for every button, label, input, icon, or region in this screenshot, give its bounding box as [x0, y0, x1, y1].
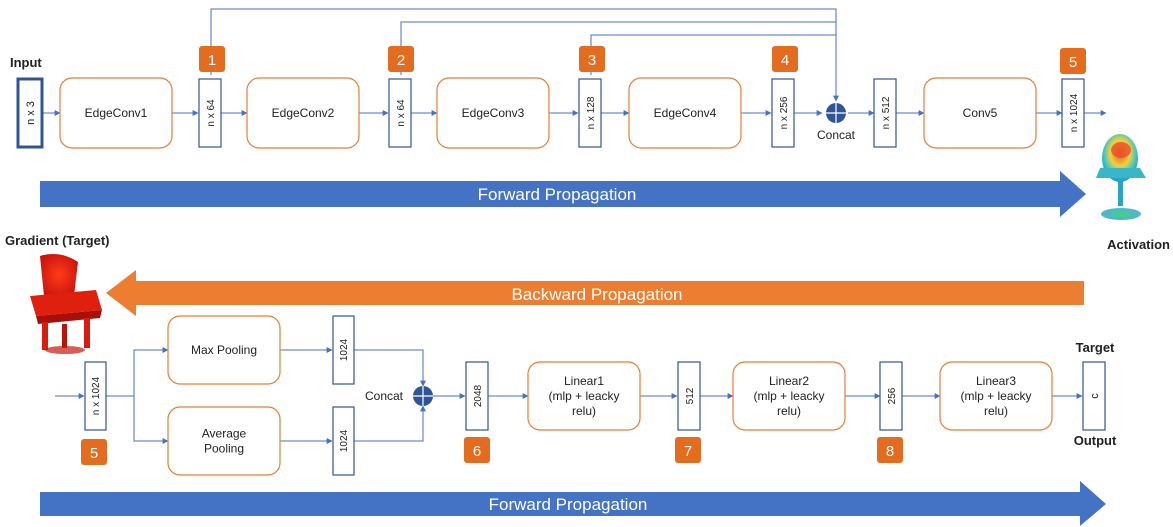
- badge-8: 8: [877, 437, 903, 463]
- block-edgeconv2-label: EdgeConv2: [272, 106, 335, 120]
- block-max-pooling-label: Max Pooling: [191, 343, 257, 357]
- badge-6-label: 6: [473, 443, 481, 460]
- forward-arrow-bottom-label: Forward Propagation: [489, 495, 648, 514]
- tensor-linear1-out-label: 512: [685, 387, 696, 404]
- gradient-target-label: Gradient (Target): [5, 233, 110, 248]
- badge-6: 6: [464, 437, 490, 463]
- tensor-avg-out: 1024: [332, 406, 355, 476]
- activation-chair-image: [1096, 134, 1146, 220]
- target-label: Target: [1076, 340, 1115, 355]
- output-label: Output: [1074, 433, 1117, 448]
- concat-label-top: Concat: [817, 128, 856, 142]
- tensor-max-out-label: 1024: [339, 338, 350, 361]
- bottom-flow-lines: [55, 347, 1083, 444]
- block-conv5-label: Conv5: [963, 106, 998, 120]
- badge-4-label: 4: [781, 52, 789, 69]
- forward-arrow-bottom: Forward Propagation: [40, 481, 1106, 526]
- backward-section: Gradient (Target) Backward Propagation: [5, 233, 1084, 354]
- tensor-max-out: 1024: [332, 315, 355, 385]
- badge-3: 3: [579, 46, 605, 72]
- badge-2: 2: [388, 46, 414, 72]
- backward-arrow-label: Backward Propagation: [511, 285, 682, 304]
- block-edgeconv4-label: EdgeConv4: [654, 106, 717, 120]
- tensor-3-label: n x 128: [586, 96, 597, 129]
- tensor-input-label: n x 3: [25, 101, 37, 125]
- concat-node-bottom: [413, 386, 433, 406]
- badge-1-label: 1: [208, 52, 216, 69]
- tensor-linear2-out-label: 256: [887, 387, 898, 404]
- forward-arrow-top: Forward Propagation: [40, 171, 1086, 217]
- forward-arrow-top-label: Forward Propagation: [478, 185, 637, 204]
- tensor-5-label: n x 512: [881, 96, 892, 129]
- block-max-pooling: Max Pooling: [167, 315, 281, 385]
- badge-bottom-5-label: 5: [90, 445, 98, 462]
- badge-2-label: 2: [397, 52, 405, 69]
- tensor-4: n x 256: [771, 78, 795, 148]
- tensor-concat-label: 2048: [473, 384, 484, 407]
- skip-line-3: [590, 34, 836, 75]
- tensor-input: n x 3: [16, 77, 44, 149]
- badge-3-label: 3: [588, 52, 596, 69]
- top-row: Input n x 3 EdgeConv1 EdgeConv2 EdgeConv…: [10, 8, 1170, 252]
- block-edgeconv1: EdgeConv1: [59, 77, 173, 149]
- tensor-2-label: n x 64: [396, 99, 407, 127]
- badge-7: 7: [675, 437, 701, 463]
- badge-8-label: 8: [886, 443, 894, 460]
- block-edgeconv2: EdgeConv2: [246, 77, 360, 149]
- tensor-concat: 2048: [465, 361, 489, 431]
- input-label: Input: [10, 55, 42, 70]
- gradient-chair-image: [30, 254, 102, 354]
- skip-line-1: [210, 8, 839, 102]
- block-edgeconv3: EdgeConv3: [436, 77, 550, 149]
- tensor-6-label: n x 1024: [1069, 93, 1080, 132]
- badge-7-label: 7: [684, 443, 692, 460]
- badge-1: 1: [199, 46, 225, 72]
- tensor-bottom-input: n x 1024: [84, 361, 107, 431]
- block-edgeconv3-label: EdgeConv3: [462, 106, 525, 120]
- badge-5-label: 5: [1069, 54, 1077, 71]
- tensor-linear2-out: 256: [879, 361, 903, 431]
- tensor-1-label: n x 64: [206, 99, 217, 127]
- tensor-3: n x 128: [578, 78, 602, 148]
- badge-4: 4: [772, 46, 798, 72]
- activation-label: Activation: [1107, 237, 1170, 252]
- block-edgeconv4: EdgeConv4: [628, 77, 742, 149]
- concat-label-bottom: Concat: [365, 389, 404, 403]
- tensor-4-label: n x 256: [779, 96, 790, 129]
- tensor-bottom-input-label: n x 1024: [91, 376, 102, 415]
- tensor-output: c: [1082, 361, 1106, 431]
- tensor-2: n x 64: [388, 78, 412, 148]
- tensor-5: n x 512: [873, 78, 897, 148]
- skip-line-2: [400, 21, 836, 75]
- badge-bottom-5: 5: [81, 439, 107, 465]
- concat-node-top: [826, 103, 846, 123]
- tensor-avg-out-label: 1024: [339, 429, 350, 452]
- tensor-output-label: c: [1089, 393, 1101, 399]
- tensor-linear1-out: 512: [677, 361, 701, 431]
- badge-5: 5: [1060, 48, 1086, 74]
- backward-arrow: Backward Propagation: [106, 270, 1084, 316]
- tensor-1: n x 64: [198, 78, 222, 148]
- block-conv5: Conv5: [923, 77, 1037, 149]
- tensor-6: n x 1024: [1061, 78, 1085, 148]
- block-edgeconv1-label: EdgeConv1: [85, 106, 148, 120]
